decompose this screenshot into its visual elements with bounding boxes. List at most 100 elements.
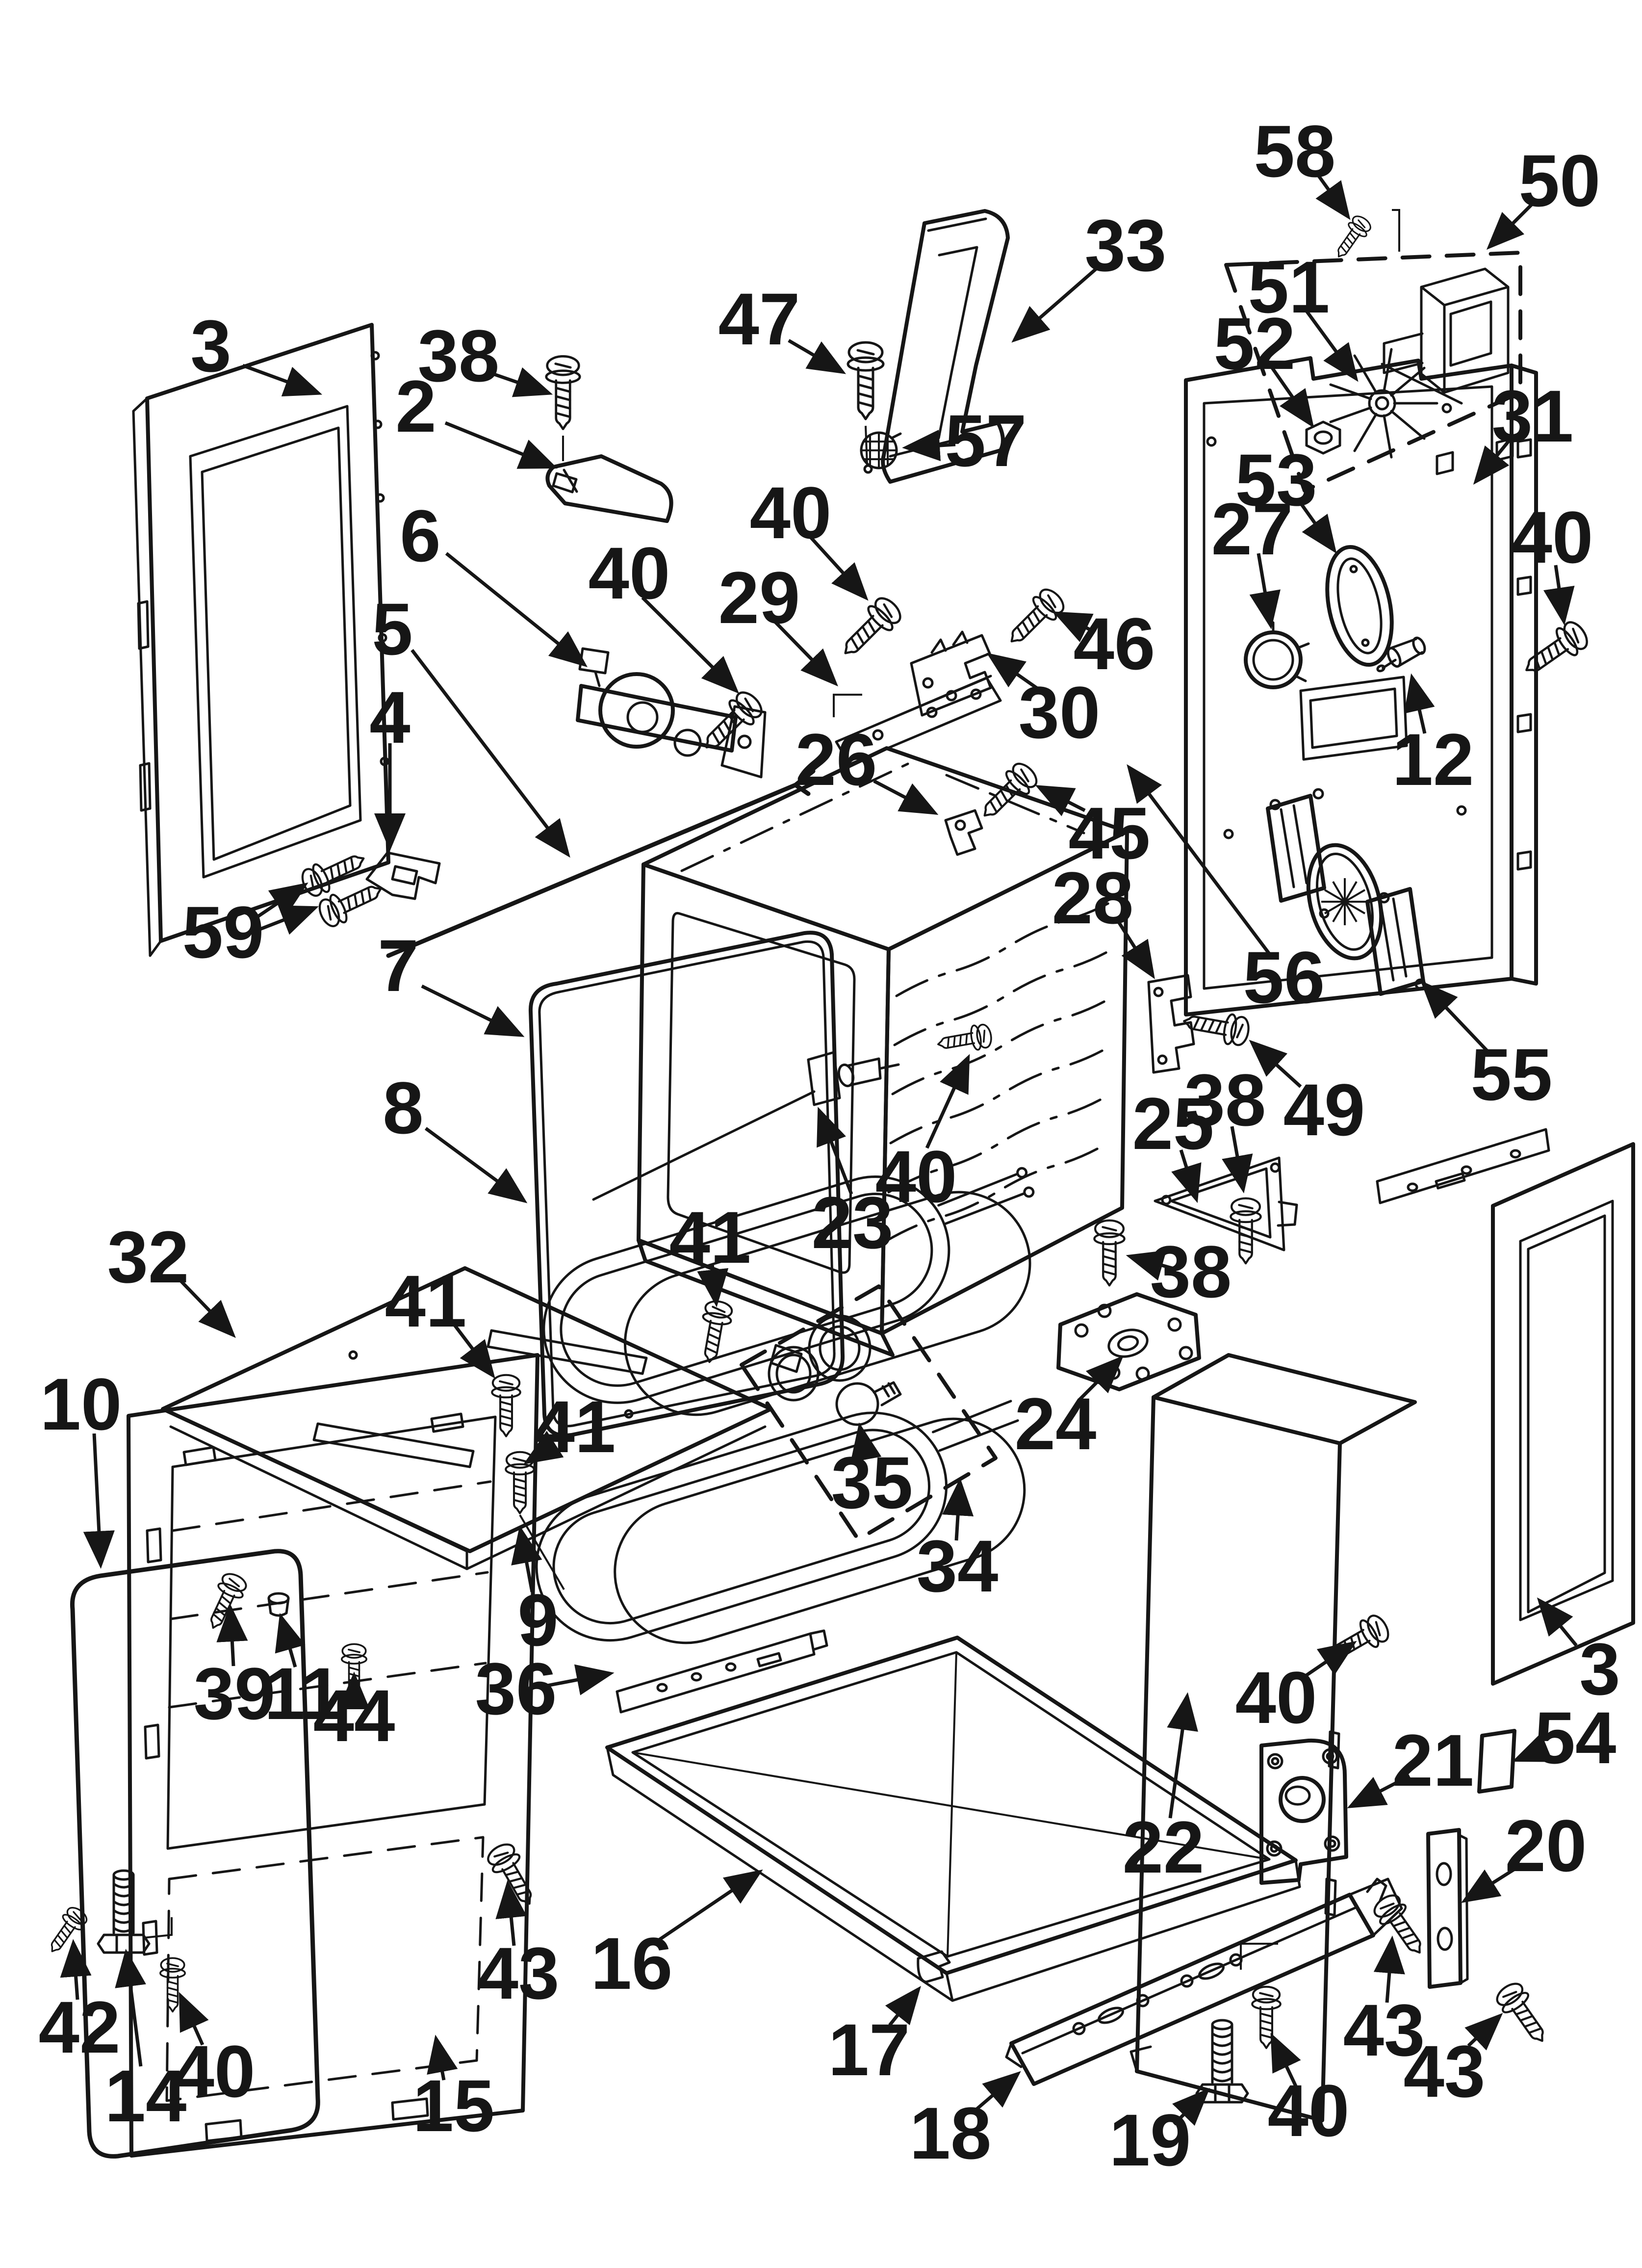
leader-arrow-29 <box>771 618 838 687</box>
leader-arrow-9 <box>511 1525 542 1592</box>
leader-arrow-53 <box>1297 499 1337 554</box>
door-gasket-7 <box>528 931 845 1437</box>
callout-43-59: 43 <box>1404 2030 1486 2112</box>
callout-38-32: 38 <box>1184 1059 1266 1141</box>
leader-arrow-22 <box>1167 1692 1198 1819</box>
callout-12-24: 12 <box>1392 718 1474 801</box>
callout-57-5: 57 <box>945 399 1027 482</box>
callout-30-18: 30 <box>1019 671 1101 754</box>
leader-arrow-40 <box>1302 1641 1357 1679</box>
callout-7-30: 7 <box>378 924 418 1007</box>
leader-arrow-28 <box>1117 920 1155 979</box>
callout-18-55: 18 <box>910 2092 992 2174</box>
fan-blade-51 <box>1329 348 1438 459</box>
leader-arrow-59 <box>254 882 308 920</box>
leader-arrow-39 <box>216 1604 248 1667</box>
leader-arrow-2 <box>444 421 558 469</box>
leader-arrow-25 <box>1171 1149 1202 1203</box>
callout-4-21: 4 <box>369 676 410 758</box>
callout-39-44: 39 <box>194 1652 276 1735</box>
leader-arrow-57 <box>902 429 956 462</box>
callout-40-51: 40 <box>174 2030 256 2112</box>
leader-arrow-21 <box>1347 1774 1411 1808</box>
callout-55-28: 55 <box>1471 1033 1553 1116</box>
leader-arrow-55 <box>1420 980 1492 1056</box>
bracket-28 <box>1147 974 1195 1074</box>
callout-41-36: 41 <box>669 1196 751 1278</box>
leader-arrow-38 <box>492 367 553 397</box>
callout-41-37: 41 <box>385 1260 467 1342</box>
front-gasket-10 <box>70 1549 320 2159</box>
leader-arrow-30 <box>986 652 1042 692</box>
leader-arrow-3 <box>242 364 323 397</box>
vent-oval-53 <box>1325 545 1394 667</box>
callout-52-10: 52 <box>1214 302 1296 385</box>
leader-arrow-14 <box>115 1949 146 2067</box>
leader-arrow-41 <box>450 1319 495 1379</box>
callout-16-48: 16 <box>591 1922 673 2005</box>
leader-arrow-15 <box>427 2034 458 2081</box>
leader-arrow-18 <box>974 2071 1021 2112</box>
callout-56-27: 56 <box>1243 936 1325 1018</box>
leader-arrow-17 <box>885 1985 922 2027</box>
callout-40-6: 40 <box>750 471 832 554</box>
callout-58-7: 58 <box>1254 110 1336 192</box>
leader-arrow-20 <box>1461 1863 1523 1903</box>
leader-arrow-19 <box>1172 2087 1210 2126</box>
callout-40-16: 40 <box>589 532 670 614</box>
callout-41-38: 41 <box>534 1385 616 1468</box>
leader-arrow-38 <box>1222 1126 1253 1194</box>
callout-34-43: 34 <box>917 1525 999 1607</box>
callout-25-31: 25 <box>1132 1082 1214 1165</box>
bracket-21 <box>1259 1738 1348 1885</box>
leader-arrow-40 <box>1543 565 1575 626</box>
leader-arrow-40 <box>641 596 740 694</box>
callout-50-8: 50 <box>1519 139 1601 222</box>
callout-43-58: 43 <box>1343 1989 1425 2071</box>
bracket-26 <box>944 809 983 856</box>
callout-29-17: 29 <box>718 556 800 639</box>
leader-arrow-3 <box>1537 1597 1578 1647</box>
bracket-4 <box>365 851 441 900</box>
spacer-pad-54 <box>1477 1729 1516 1794</box>
callout-59-25: 59 <box>182 891 264 973</box>
callout-8-35: 8 <box>383 1067 423 1149</box>
leader-arrow-24 <box>1078 1355 1124 1402</box>
callout-11-45: 11 <box>264 1652 342 1735</box>
leader-arrow-6 <box>445 552 588 668</box>
callout-19-56: 19 <box>1109 2099 1191 2181</box>
leader-arrow-23 <box>817 1107 853 1195</box>
drawer-pan-16 <box>605 1636 1301 2002</box>
broil-element-8 <box>542 1167 1035 1416</box>
callout-40-12: 40 <box>1512 496 1593 578</box>
bracket-29 <box>835 675 1002 766</box>
leader-arrow-41 <box>697 1263 729 1307</box>
brace-25 <box>1154 1156 1298 1251</box>
callout-44-46: 44 <box>313 1674 395 1757</box>
callout-45-23: 45 <box>1069 792 1151 874</box>
callout-42-49: 42 <box>39 1986 121 2068</box>
callout-33-4: 33 <box>1085 204 1167 287</box>
side-panel-22 <box>1129 1353 1417 2122</box>
callout-32-39: 32 <box>107 1216 189 1298</box>
leader-arrow-8 <box>424 1127 528 1203</box>
leader-arrow-45 <box>1035 785 1086 816</box>
callout-3-0: 3 <box>190 305 231 387</box>
latch-assembly-6 <box>576 647 767 779</box>
rear-bracket-2 <box>545 454 673 523</box>
anti-tip-strip-20 <box>1426 1828 1469 1989</box>
leader-arrow-12 <box>1404 673 1435 734</box>
leader-arrow-56 <box>1127 764 1271 955</box>
callout-17-54: 17 <box>828 2008 910 2091</box>
leader-arrow-52 <box>1271 366 1314 428</box>
callout-28-26: 28 <box>1052 857 1134 939</box>
leader-arrow-40 <box>179 1992 209 2046</box>
mount-plate-24 <box>1056 1292 1201 1391</box>
leader-arrow-41 <box>523 1431 564 1464</box>
callout-47-3: 47 <box>718 278 800 360</box>
leader-arrow-35 <box>850 1422 882 1462</box>
leader-arrow-49 <box>1249 1040 1302 1088</box>
callout-40-34: 40 <box>875 1135 957 1218</box>
leader-arrow-43 <box>495 1880 527 1946</box>
